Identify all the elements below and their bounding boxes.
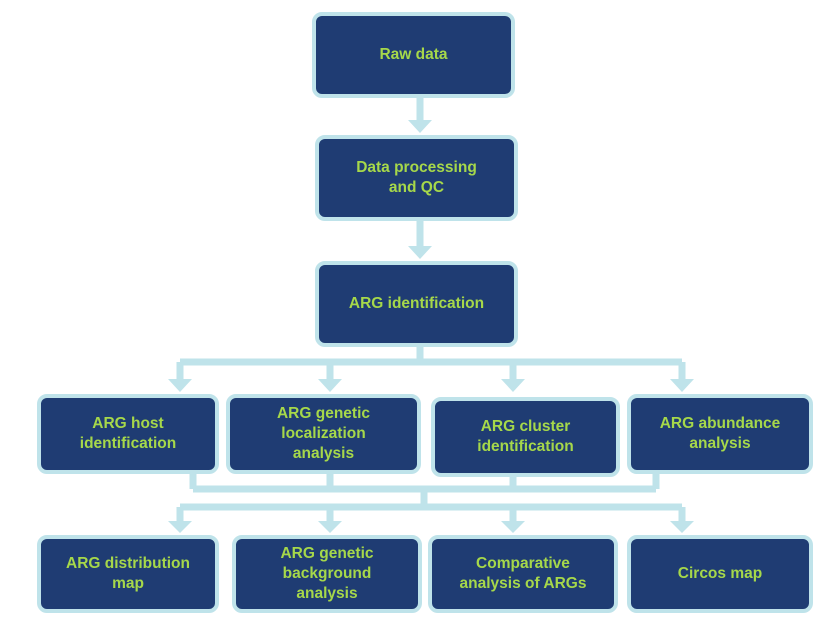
arrowhead-localization	[318, 379, 342, 392]
arrowhead-cluster	[501, 379, 525, 392]
arg-genetic-background-label: ARG genetic background analysis	[280, 545, 374, 602]
arg-cluster-identification-box: ARG cluster identification	[431, 397, 620, 477]
data-processing-box: Data processing and QC	[315, 135, 518, 221]
arrowhead-circos	[670, 521, 694, 533]
data-processing-label: Data processing and QC	[356, 159, 477, 196]
arg-abundance-analysis-box: ARG abundance analysis	[627, 394, 813, 474]
arg-abundance-analysis-label: ARG abundance analysis	[659, 415, 781, 452]
comparative-analysis-label: Comparative analysis of ARGs	[459, 555, 587, 592]
arrowhead-host	[168, 379, 192, 392]
arg-genetic-localization-box: ARG genetic localization analysis	[226, 394, 421, 474]
arg-host-identification-box: ARG host identification	[37, 394, 219, 474]
arrowhead-arg-identification	[408, 246, 432, 259]
arg-cluster-identification-label: ARG cluster identification	[477, 418, 574, 455]
circos-map-box: Circos map	[627, 535, 813, 613]
arrowhead-abundance	[670, 379, 694, 392]
arrowhead-comparative	[501, 521, 525, 533]
comparative-analysis-box: Comparative analysis of ARGs	[428, 535, 618, 613]
arrowhead-background	[318, 521, 342, 533]
arg-distribution-map-label: ARG distribution map	[66, 555, 190, 592]
arrowhead-distribution	[168, 521, 192, 533]
arg-genetic-localization-label: ARG genetic localization analysis	[276, 405, 370, 462]
arg-identification-box: ARG identification	[315, 261, 518, 347]
arg-identification-label: ARG identification	[348, 295, 485, 312]
raw-data-label: Raw data	[379, 46, 448, 63]
raw-data-box: Raw data	[312, 12, 515, 98]
arg-distribution-map-box: ARG distribution map	[37, 535, 219, 613]
circos-map-label: Circos map	[677, 565, 763, 582]
arg-genetic-background-box: ARG genetic background analysis	[232, 535, 422, 613]
arg-host-identification-label: ARG host identification	[79, 415, 177, 452]
arrowhead-processing	[408, 120, 432, 133]
